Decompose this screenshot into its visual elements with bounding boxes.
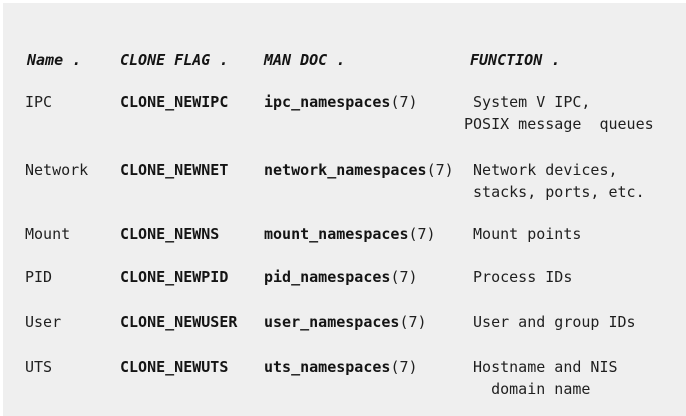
man-page-section: (7) [390,268,418,286]
man-page-section: (7) [408,225,436,243]
namespaces-table: Name . CLONE FLAG . MAN DOC . FUNCTION .… [3,3,686,416]
cell-man-doc: network_namespaces(7) [264,159,454,181]
cell-function: Process IDs [464,268,573,286]
cell-namespace-name: Mount [25,225,71,243]
cell-function: Network devices, stacks, ports, etc. [473,161,645,201]
cell-function: System V IPC, POSIX message queues [464,93,654,133]
man-page-name: user_namespaces [264,313,400,331]
cell-clone-flag: CLONE_NEWNS [120,225,220,243]
cell-namespace-name: IPC [25,93,53,111]
man-page-name: network_namespaces [264,161,427,179]
column-header-name: Name . [27,51,82,69]
man-page-name: pid_namespaces [264,268,391,286]
column-header-man-doc: MAN DOC . [264,51,346,69]
man-page-section: (7) [426,161,454,179]
man-page-name: mount_namespaces [264,225,409,243]
cell-clone-flag: CLONE_NEWPID [120,268,229,286]
man-page-section: (7) [399,313,427,331]
column-header-clone-flag: CLONE FLAG . [120,51,229,69]
cell-function: User and group IDs [464,313,636,331]
column-header-function: FUNCTION . [470,51,561,69]
man-page-name: uts_namespaces [264,358,391,376]
cell-man-doc: uts_namespaces(7) [264,356,418,378]
cell-function: Mount points [464,225,582,243]
cell-clone-flag: CLONE_NEWUSER [120,313,238,331]
cell-clone-flag: CLONE_NEWIPC [120,93,229,111]
man-page-section: (7) [390,93,418,111]
cell-clone-flag: CLONE_NEWNET [120,161,229,179]
cell-man-doc: user_namespaces(7) [264,311,427,333]
cell-clone-flag: CLONE_NEWUTS [120,358,229,376]
cell-namespace-name: PID [25,268,53,286]
man-page-section: (7) [390,358,418,376]
man-page-name: ipc_namespaces [264,93,391,111]
cell-namespace-name: Network [25,161,89,179]
cell-namespace-name: UTS [25,358,53,376]
cell-man-doc: mount_namespaces(7) [264,223,436,245]
cell-man-doc: pid_namespaces(7) [264,266,418,288]
cell-man-doc: ipc_namespaces(7) [264,91,418,113]
cell-function: Hostname and NIS domain name [473,358,618,398]
cell-namespace-name: User [25,313,62,331]
